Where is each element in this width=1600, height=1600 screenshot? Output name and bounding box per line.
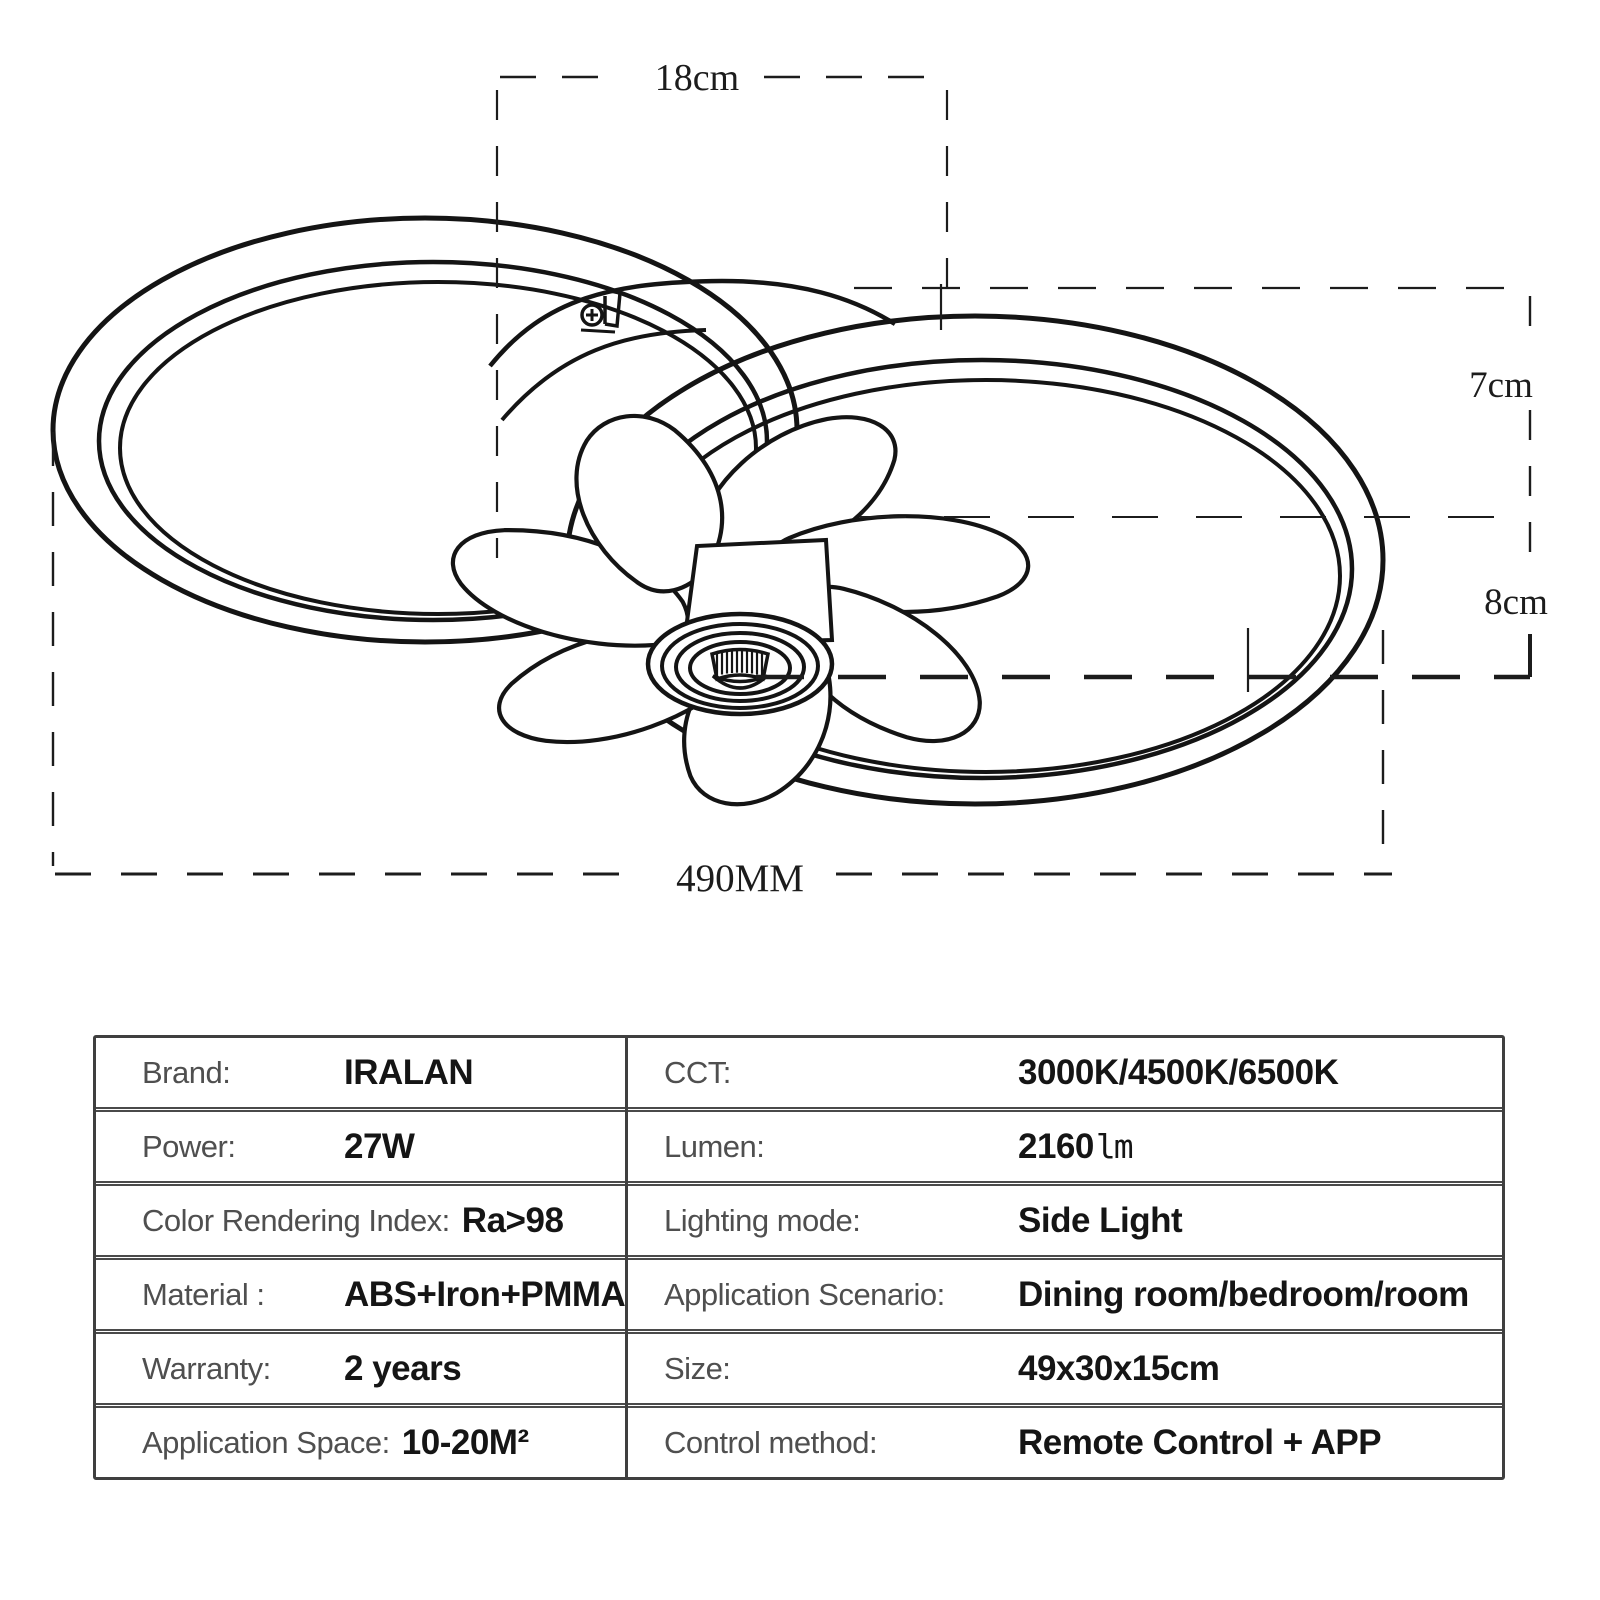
screw-icon [580,289,622,329]
spec-value-lumen-unit: lm [1095,1127,1134,1166]
spec-label-power: Power: [142,1128,236,1164]
dim-label-8cm: 8cm [1484,582,1548,623]
spec-row-application-scenario: Application Scenario: Dining room/bedroo… [628,1255,1502,1329]
spec-value-cri: Ra>98 [461,1200,564,1240]
spec-label-lighting-mode: Lighting mode: [664,1202,861,1238]
fan-technical-drawing: 18cm 7cm 8cm 490MM [50,57,1548,900]
spec-value-size: 49x30x15cm [1018,1348,1220,1388]
spec-table: Brand: IRALAN Power: 27W Color Rendering… [93,1035,1505,1480]
spec-value-application-space: 10-20M² [401,1422,529,1462]
spec-row-material: Material : ABS+Iron+PMMA [96,1255,626,1329]
spec-value-lighting-mode: Side Light [1018,1200,1183,1240]
dim-label-18cm: 18cm [655,57,739,99]
spec-value-control-method: Remote Control + APP [1018,1422,1382,1462]
spec-label-control-method: Control method: [664,1424,878,1460]
hub-ribbed-collar [709,647,771,690]
spec-row-cri: Color Rendering Index: Ra>98 [96,1181,625,1255]
spec-value-brand: IRALAN [344,1052,474,1092]
spec-value-warranty: 2 years [344,1348,462,1388]
spec-value-application-scenario: Dining room/bedroom/room [1018,1274,1469,1314]
spec-label-application-space: Application Space: [142,1424,390,1460]
fan-blades [444,403,1047,815]
spec-row-cct: CCT: 3000K/4500K/6500K [628,1038,1502,1107]
dim-label-490mm: 490MM [676,857,804,900]
spec-label-brand: Brand: [142,1054,231,1090]
spec-label-material: Material : [142,1276,265,1312]
dim-label-7cm: 7cm [1469,365,1533,406]
spec-value-cct: 3000K/4500K/6500K [1018,1052,1339,1092]
spec-label-cri: Color Rendering Index: [142,1202,450,1238]
dimension-18cm [495,75,949,558]
spec-value-power: 27W [344,1126,415,1166]
spec-row-lighting-mode: Lighting mode: Side Light [628,1181,1502,1255]
spec-row-application-space: Application Space: 10-20M² [96,1403,625,1477]
spec-label-lumen: Lumen: [664,1128,765,1164]
spec-row-lumen: Lumen: 2160 lm [628,1107,1502,1181]
spec-row-warranty: Warranty: 2 years [96,1329,625,1403]
spec-table-left-column: Brand: IRALAN Power: 27W Color Rendering… [96,1038,628,1477]
spec-label-application-scenario: Application Scenario: [664,1276,945,1312]
spec-label-warranty: Warranty: [142,1350,271,1386]
spec-value-lumen: 2160 [1018,1126,1094,1166]
spec-label-cct: CCT: [664,1054,731,1090]
ceiling-canopy [488,278,897,422]
spec-row-brand: Brand: IRALAN [96,1038,625,1107]
dimension-7cm-8cm [756,284,1532,692]
dimension-490mm [51,432,1392,876]
fan-hub [645,537,835,717]
spec-row-power: Power: 27W [96,1107,625,1181]
spec-label-size: Size: [664,1350,731,1386]
spec-row-control-method: Control method: Remote Control + APP [628,1403,1502,1477]
spec-table-right-column: CCT: 3000K/4500K/6500K Lumen: 2160 lm Li… [628,1038,1502,1477]
spec-row-size: Size: 49x30x15cm [628,1329,1502,1403]
spec-value-material: ABS+Iron+PMMA [344,1274,626,1314]
